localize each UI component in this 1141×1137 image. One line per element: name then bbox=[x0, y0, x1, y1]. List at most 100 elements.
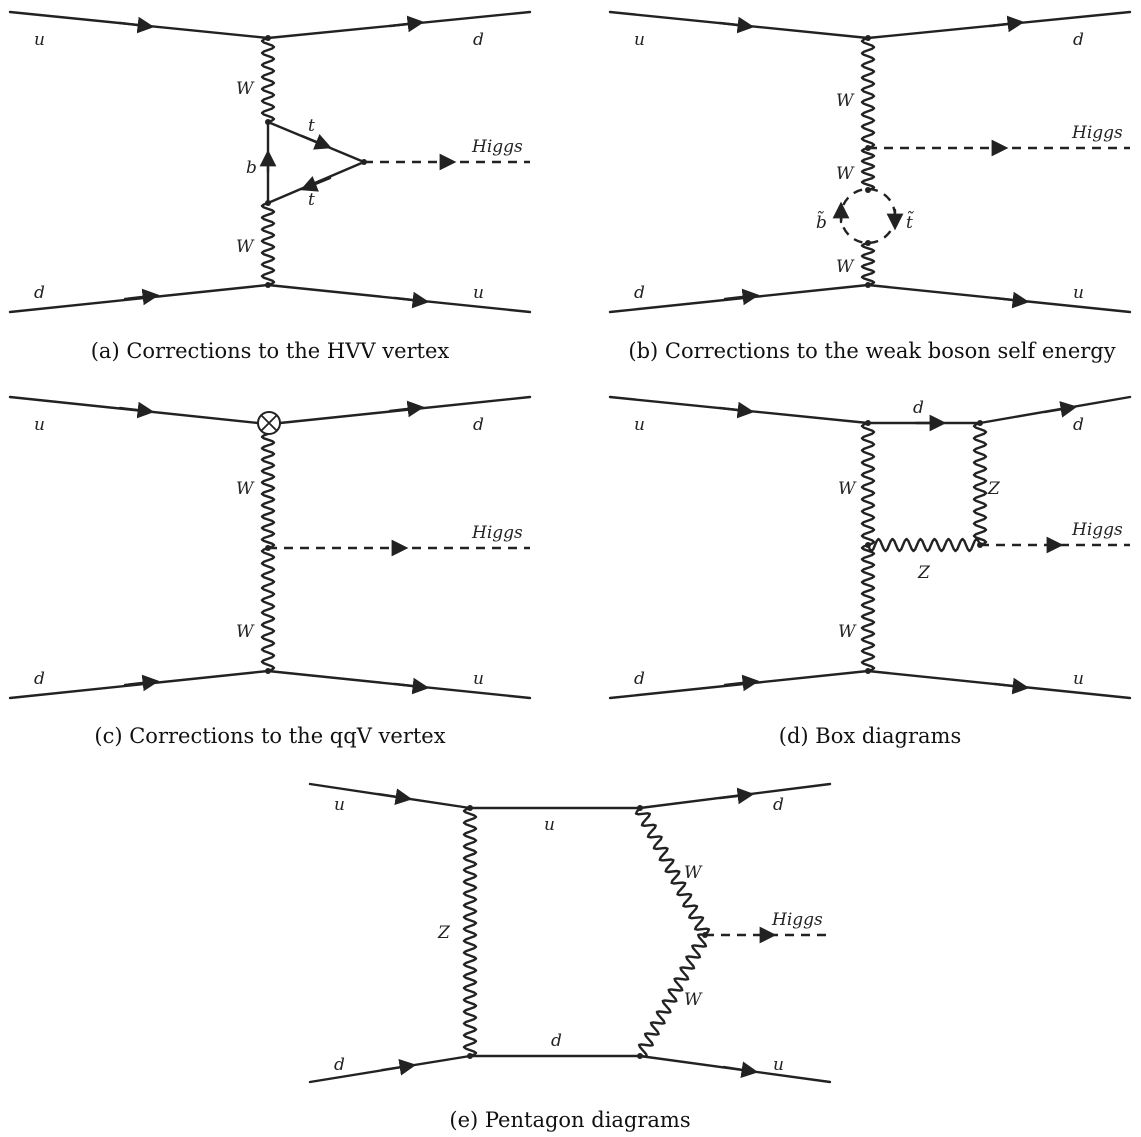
label-w-top: W bbox=[236, 79, 255, 99]
label-w-bottom: W bbox=[236, 622, 255, 642]
w-boson-bottom bbox=[860, 241, 876, 287]
caption-c: (c) Corrections to the qqV vertex bbox=[94, 724, 445, 748]
label-t-top: t bbox=[308, 116, 315, 136]
label-w-top: W bbox=[836, 91, 855, 111]
label-u-in: u bbox=[34, 30, 45, 50]
vertex bbox=[467, 1053, 473, 1059]
label-u-out: u bbox=[473, 283, 484, 303]
w-boson-middle bbox=[860, 146, 876, 192]
vertex bbox=[265, 282, 271, 288]
arrow-d-out bbox=[388, 15, 425, 33]
label-z: Z bbox=[437, 923, 451, 943]
label-w-bottom: W bbox=[684, 990, 703, 1010]
w-boson-top bbox=[860, 36, 876, 150]
arrow-top-upper bbox=[300, 134, 332, 150]
label-z-bottom: Z bbox=[917, 563, 931, 583]
arrow-u-in bbox=[718, 16, 755, 34]
label-d-in: d bbox=[634, 669, 645, 689]
label-higgs: Higgs bbox=[1071, 520, 1123, 540]
arrow-u-out bbox=[993, 291, 1030, 309]
label-w-bottom: W bbox=[838, 622, 857, 642]
arrow-d-out bbox=[718, 787, 755, 805]
vertex bbox=[865, 542, 871, 548]
label-sbottom: b̃ bbox=[816, 211, 827, 233]
vertex bbox=[865, 668, 871, 674]
effective-vertex-cross bbox=[260, 414, 278, 432]
vertex bbox=[865, 420, 871, 426]
w-boson-top bbox=[860, 421, 876, 547]
label-t-bottom: t bbox=[308, 190, 315, 210]
label-u-in: u bbox=[334, 795, 345, 815]
label-d-in: d bbox=[34, 283, 45, 303]
label-d-in: d bbox=[634, 283, 645, 303]
arrow-d-in bbox=[123, 674, 160, 692]
arrow-u-in bbox=[118, 16, 155, 34]
arrow-d-in bbox=[123, 288, 160, 306]
vertex bbox=[977, 542, 983, 548]
w-boson-top bbox=[260, 36, 276, 124]
label-w-top: W bbox=[684, 863, 703, 883]
arrow-u-in bbox=[118, 401, 155, 419]
vertex bbox=[265, 35, 271, 41]
vertex bbox=[265, 668, 271, 674]
caption-a: (a) Corrections to the HVV vertex bbox=[91, 339, 450, 363]
diagram-a: u d d u Higgs W W b t t (a) Corrections … bbox=[8, 10, 532, 363]
label-higgs: Higgs bbox=[471, 523, 523, 543]
w-boson-bottom bbox=[860, 543, 876, 673]
label-d-out: d bbox=[773, 795, 784, 815]
label-d-out: d bbox=[473, 30, 484, 50]
z-boson-bottom bbox=[866, 537, 982, 553]
arrow-u-in bbox=[376, 788, 413, 806]
arrow-d-out bbox=[388, 400, 425, 418]
vertex bbox=[637, 1053, 643, 1059]
arrow-u-out bbox=[393, 291, 430, 309]
label-w-top: W bbox=[236, 479, 255, 499]
arrow-u-out bbox=[722, 1061, 759, 1079]
label-u-in: u bbox=[634, 30, 645, 50]
squark-loop bbox=[839, 187, 897, 245]
arrow-d-out bbox=[988, 15, 1025, 33]
w-boson-bottom bbox=[260, 201, 276, 287]
arrow-d-in bbox=[723, 288, 760, 306]
vertex bbox=[637, 805, 643, 811]
vertex bbox=[265, 545, 271, 551]
w-boson-bottom bbox=[637, 933, 708, 1058]
label-higgs: Higgs bbox=[771, 910, 823, 930]
label-higgs: Higgs bbox=[1071, 123, 1123, 143]
vertex bbox=[265, 119, 271, 125]
arrow-u-in bbox=[718, 401, 755, 419]
label-z-right: Z bbox=[987, 479, 1001, 499]
label-u-internal: u bbox=[544, 815, 555, 835]
diagram-b: u d d u Higgs W W W b̃ t̃ (b) Correction… bbox=[608, 10, 1132, 363]
w-boson-top bbox=[260, 432, 276, 550]
vertex bbox=[265, 200, 271, 206]
label-d-internal: d bbox=[551, 1031, 562, 1051]
vertex bbox=[865, 240, 871, 246]
vertex bbox=[865, 145, 871, 151]
caption-b: (b) Corrections to the weak boson self e… bbox=[628, 339, 1115, 363]
label-d-out: d bbox=[1073, 30, 1084, 50]
label-higgs: Higgs bbox=[471, 137, 523, 157]
diagram-e: u d d u Higgs u d Z W W (e) Pentagon dia… bbox=[308, 782, 832, 1132]
label-b: b bbox=[246, 158, 257, 178]
caption-e: (e) Pentagon diagrams bbox=[449, 1108, 690, 1132]
label-w-bottom: W bbox=[236, 237, 255, 257]
arrow-d-out bbox=[1043, 401, 1078, 418]
caption-d: (d) Box diagrams bbox=[779, 724, 961, 748]
label-d-internal: d bbox=[913, 398, 924, 418]
arrow-u-out bbox=[393, 677, 430, 695]
vertex bbox=[361, 159, 367, 165]
arrow-top-lower bbox=[300, 176, 332, 192]
vertex bbox=[865, 35, 871, 41]
diagram-c: u d d u Higgs W W (c) Corrections to the… bbox=[8, 395, 532, 748]
label-w-bottom: W bbox=[836, 257, 855, 277]
arrow-d-in bbox=[723, 674, 760, 692]
z-boson-right bbox=[972, 421, 988, 547]
label-u-in: u bbox=[34, 415, 45, 435]
arrow-u-out bbox=[993, 677, 1030, 695]
w-boson-bottom bbox=[260, 546, 276, 673]
label-w-middle: W bbox=[836, 164, 855, 184]
label-u-out: u bbox=[473, 669, 484, 689]
label-d-in: d bbox=[34, 669, 45, 689]
label-d-out: d bbox=[473, 415, 484, 435]
